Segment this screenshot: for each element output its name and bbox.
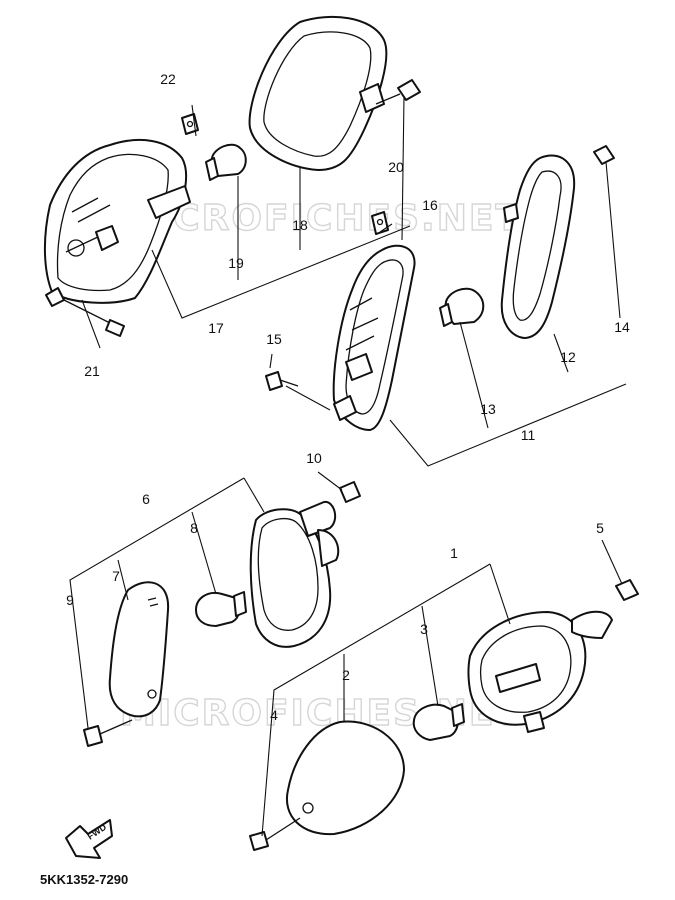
- callout-14: 14: [614, 319, 630, 335]
- lens-18-part: [248, 15, 388, 171]
- callout-5: 5: [596, 520, 604, 536]
- callout-4: 4: [270, 707, 278, 723]
- housing-11-part: [332, 244, 416, 431]
- callout-8: 8: [190, 520, 198, 536]
- bulb-8-part: [195, 591, 247, 627]
- callout-19: 19: [228, 255, 244, 271]
- lens-2-part: [285, 720, 405, 836]
- diagram-code: 5KK1352-7290: [40, 872, 128, 887]
- callout-2: 2: [342, 667, 350, 683]
- callout-15: 15: [266, 331, 282, 347]
- bulb-19-part: [205, 143, 247, 181]
- callout-numbers: 22 20 18 19 17 21 16 15 14 12 13 11 10 6…: [66, 71, 630, 723]
- callout-1: 1: [450, 545, 458, 561]
- housing-1-part: [467, 610, 613, 733]
- screw-15-part: [265, 371, 299, 391]
- bulb-3-part: [412, 703, 465, 741]
- callout-18: 18: [292, 217, 308, 233]
- callout-3: 3: [420, 621, 428, 637]
- callout-22: 22: [160, 71, 176, 87]
- fwd-arrow-icon: FWD: [65, 819, 113, 859]
- screw-20-part: [375, 79, 421, 105]
- callout-21: 21: [84, 363, 100, 379]
- nut-16-part: [371, 211, 389, 235]
- callout-9: 9: [66, 592, 74, 608]
- callout-11: 11: [521, 427, 536, 443]
- callout-17: 17: [208, 320, 224, 336]
- screw-4-part: [249, 817, 301, 851]
- callout-16: 16: [422, 197, 438, 213]
- housing-19-part: [43, 138, 191, 307]
- screw-14-part: [593, 145, 615, 165]
- screw-5-part: [615, 579, 639, 601]
- callout-12: 12: [560, 349, 576, 365]
- lens-12-part: [500, 154, 576, 339]
- callout-20: 20: [388, 159, 404, 175]
- bulb-13-part: [439, 287, 485, 327]
- screw-9-part: [83, 719, 133, 747]
- housing-6-part: [249, 500, 340, 648]
- callout-6: 6: [142, 491, 150, 507]
- callout-10: 10: [306, 450, 322, 466]
- screw-21-part: [63, 299, 125, 337]
- lens-7-part: [108, 581, 170, 718]
- callout-7: 7: [112, 568, 120, 584]
- callout-13: 13: [480, 401, 496, 417]
- screw-10-part: [339, 481, 361, 503]
- leader-lines: [69, 95, 627, 837]
